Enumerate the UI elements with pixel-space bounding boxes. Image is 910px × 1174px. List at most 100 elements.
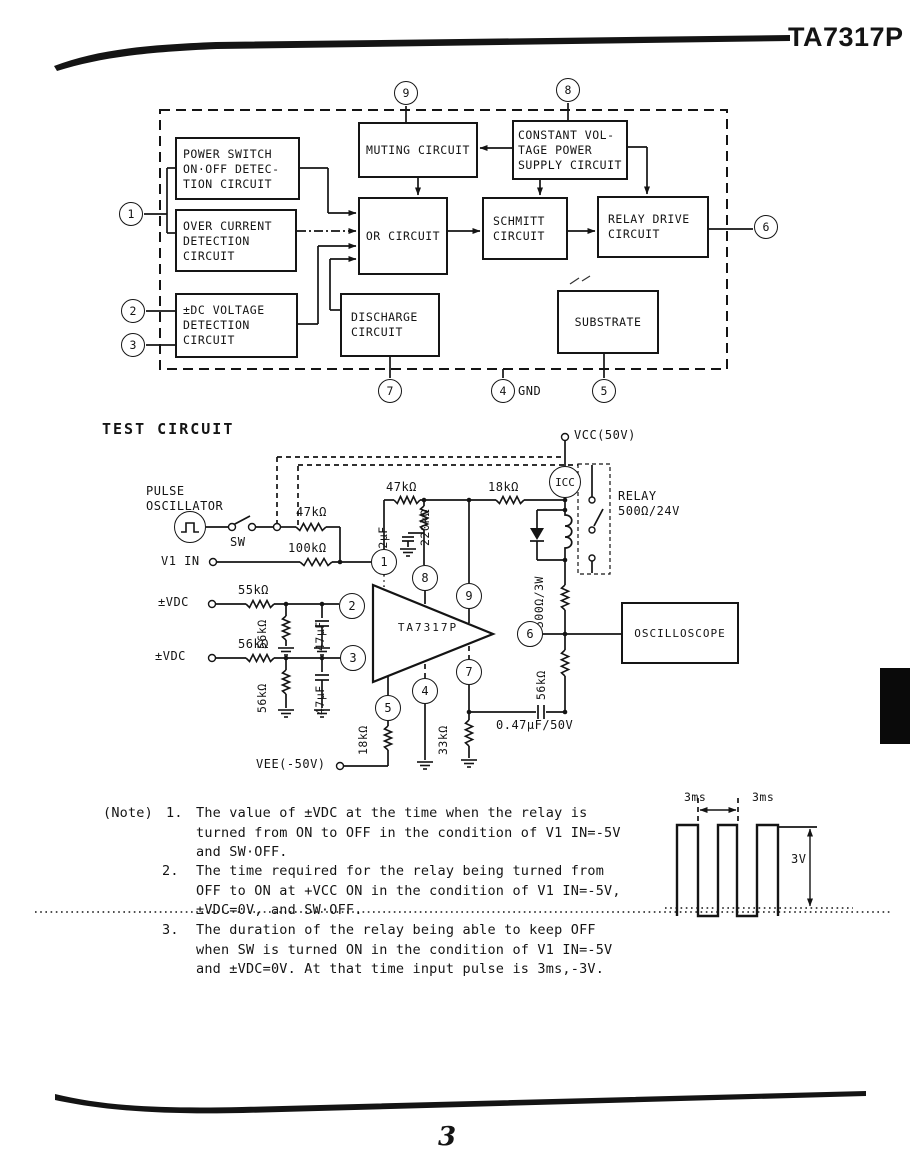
resistor-symbol	[245, 652, 275, 664]
block-discharge: DISCHARGE CIRCUIT	[340, 293, 440, 357]
junction-dot	[562, 497, 568, 503]
resistor-symbol	[299, 556, 333, 568]
waveform-trace	[675, 823, 780, 918]
terminal	[207, 599, 217, 609]
terminal	[560, 432, 570, 442]
terminal	[272, 522, 282, 532]
relay-dashed-box	[577, 463, 611, 575]
block-muting: MUTING CIRCUIT	[358, 122, 478, 178]
tc-pin-3: 3	[340, 645, 366, 671]
waveform-width-label-2: 3ms	[752, 790, 775, 804]
r-56k-out-label: 56kΩ	[534, 670, 548, 700]
r-47k-sw-label: 47kΩ	[296, 505, 327, 519]
wire-segment	[232, 515, 251, 526]
junction-dot	[562, 507, 568, 513]
block-substrate: SUBSTRATE	[557, 290, 659, 354]
resistor-symbol	[559, 584, 571, 611]
resistor-symbol	[393, 494, 421, 506]
pin-3: 3	[121, 333, 145, 357]
block-dc-voltage-detection: ±DC VOLTAGE DETECTION CIRCUIT	[175, 293, 298, 358]
r-18k-top-label: 18kΩ	[488, 480, 519, 494]
vee-label: VEE(-50V)	[256, 757, 326, 771]
c-047uf-label: 0.47µF/50V	[496, 718, 574, 732]
relay-coil	[564, 511, 573, 560]
tc-pin-6: 6	[517, 621, 543, 647]
icc-meter: ICC	[549, 466, 581, 498]
r-18k-vee-label: 18kΩ	[356, 725, 370, 755]
vcc-label: VCC(50V)	[574, 428, 636, 442]
resistor-symbol	[280, 615, 292, 641]
test-circuit-heading: TEST CIRCUIT	[102, 420, 235, 438]
tc-pin-5: 5	[375, 695, 401, 721]
pulse-oscillator-label: PULSE OSCILLATOR	[146, 484, 224, 513]
tc-pin-9: 9	[456, 583, 482, 609]
pulse-glyph-icon	[180, 521, 199, 533]
tc-pin-7: 7	[456, 659, 482, 685]
r-500-3w-label: 500Ω/3W	[532, 576, 546, 628]
junction-dot	[319, 655, 325, 661]
r-220k-label: 220kΩ	[418, 508, 432, 546]
note-2-number: 2.	[162, 863, 179, 879]
resistor-symbol	[295, 521, 327, 533]
wire-segment	[593, 508, 604, 527]
pencil-mark	[569, 275, 591, 285]
junction-dot	[421, 497, 427, 503]
ic-triangle	[371, 583, 496, 684]
block-diagram-dashed-border	[159, 109, 728, 370]
note-3-text: The duration of the relay being able to …	[196, 922, 613, 977]
tc-pin-2: 2	[339, 593, 365, 619]
junction-dot	[466, 709, 472, 715]
note-3-number: 3.	[162, 922, 179, 938]
r-56k-shunt-top-label: 56kΩ	[255, 619, 269, 649]
note-1-number: 1.	[166, 805, 183, 821]
r-100k-label: 100kΩ	[288, 541, 327, 555]
pin-7: 7	[378, 379, 402, 403]
relay-contact	[588, 526, 596, 534]
ic-label: TA7317P	[397, 621, 459, 634]
resistor-symbol	[495, 494, 525, 506]
pin-9: 9	[394, 81, 418, 105]
note-prefix: (Note)	[103, 805, 153, 821]
pin-4: 4	[491, 379, 515, 403]
pin-2: 2	[121, 299, 145, 323]
relay-contact	[588, 554, 596, 562]
block-over-current: OVER CURRENT DETECTION CIRCUIT	[175, 209, 297, 272]
oscilloscope-box: OSCILLOSCOPE	[621, 602, 739, 664]
junction-dot	[283, 655, 289, 661]
terminal	[335, 761, 345, 771]
relay-label: RELAY 500Ω/24V	[618, 489, 680, 518]
tc-pin-1: 1	[371, 549, 397, 575]
gnd-label: GND	[518, 384, 542, 398]
tc-pin-8: 8	[412, 565, 438, 591]
block-power-switch: POWER SWITCH ON·OFF DETEC- TION CIRCUIT	[175, 137, 300, 200]
c-47uf-top-label: 47µF	[313, 621, 327, 651]
terminal	[207, 653, 217, 663]
terminal	[247, 522, 257, 532]
junction-dot	[466, 497, 472, 503]
junction-dot	[562, 709, 568, 715]
junction-dot	[562, 631, 568, 637]
junction-dot	[562, 557, 568, 563]
junction-dot	[283, 601, 289, 607]
block-relay-drive: RELAY DRIVE CIRCUIT	[597, 196, 709, 258]
junction-dot	[319, 601, 325, 607]
page-title: TA7317P	[788, 22, 904, 52]
sw-label: SW	[230, 535, 246, 549]
terminal	[227, 522, 237, 532]
r-55k-label: 55kΩ	[238, 583, 269, 597]
resistor-symbol	[280, 669, 292, 695]
footer-rule	[55, 1091, 866, 1114]
relay-contact	[588, 496, 596, 504]
vdc-bottom-label: ±VDC	[155, 649, 186, 663]
r-56k-shunt-bottom-label: 56kΩ	[255, 683, 269, 713]
junction-dot	[337, 559, 343, 565]
header-rule	[54, 35, 790, 71]
note-2-text: The time required for the relay being tu…	[196, 863, 621, 918]
resistor-symbol	[418, 505, 430, 531]
r-56k-bottom-label: 56kΩ	[238, 637, 269, 651]
tc-pin-4: 4	[412, 678, 438, 704]
note-1-text: The value of ±VDC at the time when the r…	[196, 805, 621, 860]
pin-6: 6	[754, 215, 778, 239]
